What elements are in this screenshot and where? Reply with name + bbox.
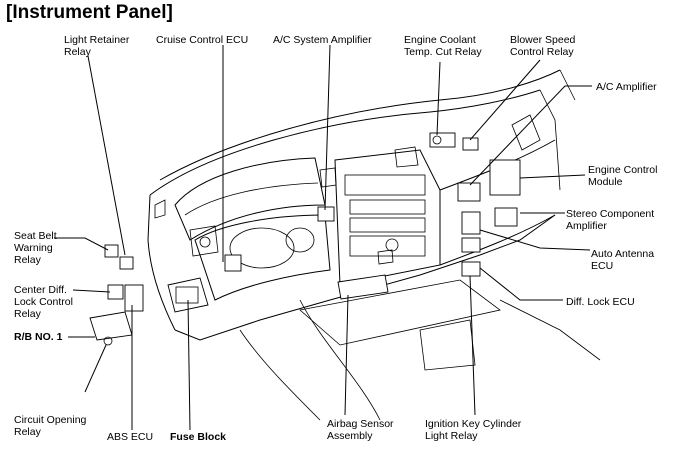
leader-lines (54, 44, 592, 431)
label-fuse-block: Fuse Block (170, 431, 227, 443)
label-ignition-key-cylinder-light-relay: Ignition Key Cylinder Light Relay (425, 418, 522, 442)
dashboard-outline (147, 69, 601, 421)
label-blower-speed-control-relay: Blower Speed Control Relay (510, 34, 576, 58)
label-diff-lock-ecu: Diff. Lock ECU (566, 296, 635, 308)
component-parts (89, 132, 521, 346)
label-circuit-opening-relay: Circuit Opening Relay (14, 414, 87, 438)
label-stereo-component-amplifier: Stereo Component Amplifier (566, 208, 655, 232)
label-engine-control-module: Engine Control Module (588, 164, 658, 188)
label-ac-amplifier: A/C Amplifier (596, 81, 657, 93)
label-center-diff-lock-control-relay: Center Diff. Lock Control Relay (14, 284, 73, 320)
label-ac-system-amplifier: A/C System Amplifier (273, 34, 372, 46)
label-light-retainer-relay: Light Retainer Relay (64, 34, 130, 58)
label-rb-no-1: R/B NO. 1 (14, 331, 63, 343)
label-cruise-control-ecu: Cruise Control ECU (156, 34, 249, 46)
diagram-title: [Instrument Panel] (6, 2, 173, 23)
label-abs-ecu: ABS ECU (107, 431, 154, 443)
label-airbag-sensor-assembly: Airbag Sensor Assembly (327, 418, 394, 442)
label-auto-antenna-ecu: Auto Antenna ECU (591, 248, 655, 272)
label-engine-coolant-temp-cut-relay: Engine Coolant Temp. Cut Relay (404, 34, 482, 58)
label-seat-belt-warning-relay: Seat Belt Warning Relay (14, 230, 57, 266)
